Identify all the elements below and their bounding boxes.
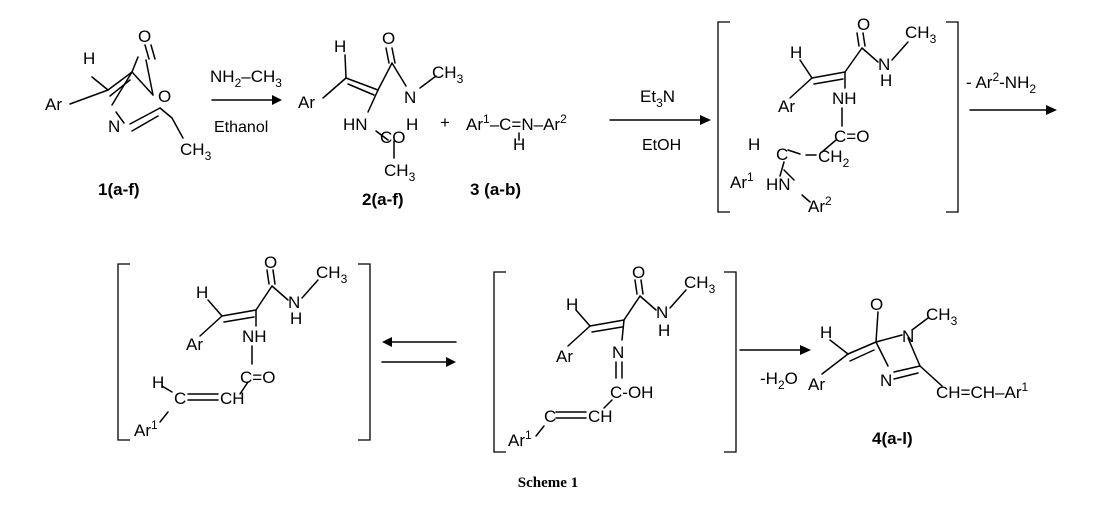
atom-o: O [138, 27, 151, 46]
compound-label: 3 (a-b) [470, 180, 521, 199]
atom-ar1: Ar1 [730, 170, 754, 192]
atom-h: H [658, 321, 670, 340]
plus-sign: + [440, 113, 450, 132]
atom-nh: NH [242, 327, 267, 346]
atom-nh: NH [832, 89, 857, 108]
compound-label: 4(a-l) [872, 429, 913, 448]
scheme-caption: Scheme 1 [517, 475, 579, 491]
solvent-label: EtOH [642, 137, 681, 154]
atom-h: H [196, 283, 208, 302]
arrow-head [446, 357, 456, 367]
atom-h: H [748, 135, 760, 154]
atom-n: N [656, 303, 668, 322]
atom-ch3: CH3 [432, 63, 464, 86]
bracket-right [724, 271, 737, 453]
arrow-head [272, 95, 282, 105]
atom-ar: Ar [45, 95, 62, 114]
compound-3-formula: Ar1–C=N–Ar2 [466, 112, 567, 134]
atom-ar1: Ar1 [508, 428, 532, 450]
arrow-head [1046, 105, 1057, 115]
atom-ch3: CH3 [180, 140, 212, 163]
atom-c: C [544, 407, 556, 426]
atom-n: N [108, 117, 120, 136]
compound-1-structure [69, 44, 184, 139]
atom-h: H [334, 37, 346, 56]
atom-h: H [820, 323, 832, 342]
bracket-right [358, 263, 371, 441]
atom-ar: Ar [778, 97, 795, 116]
compound-label: 2(a-f) [362, 190, 404, 209]
atom-h: H [790, 43, 802, 62]
atom-o: O [158, 87, 171, 106]
solvent-label: Ethanol [214, 119, 268, 136]
atom-c: C [174, 389, 186, 408]
bracket-left [717, 21, 730, 213]
atom-ar1: Ar1 [134, 418, 158, 440]
atom-n: N [612, 343, 624, 362]
atom-ch: CH [220, 389, 245, 408]
side-chain: CH=CH–Ar1 [936, 380, 1029, 402]
atom-h: H [152, 373, 164, 392]
atom-ch3: CH3 [926, 305, 958, 328]
atom-co: CO [380, 128, 406, 147]
atom-o: O [857, 15, 870, 34]
atom-n: N [288, 293, 300, 312]
atom-n: N [878, 55, 890, 74]
atom-h: H [513, 135, 525, 154]
atom-c: C [776, 145, 788, 164]
compound-4-structure [821, 311, 943, 387]
atom-n: N [404, 88, 416, 107]
atom-ar: Ar [298, 93, 315, 112]
atom-n: N [880, 371, 892, 390]
atom-h: H [290, 309, 302, 328]
reagent-label: NH2–CH3 [210, 67, 282, 90]
atom-co: C=O [240, 368, 275, 387]
atom-o: O [632, 263, 645, 282]
compound-2-structure [322, 47, 437, 159]
atom-ch3: CH3 [905, 23, 937, 46]
compound-label: 1(a-f) [98, 180, 140, 199]
atom-hn: HN [343, 115, 368, 134]
atom-n: N [902, 327, 914, 346]
intermediate-b-structure [159, 269, 319, 423]
atom-h: H [83, 49, 95, 68]
arrow-head [382, 337, 392, 347]
atom-ar: Ar [186, 335, 203, 354]
atom-o: O [264, 253, 277, 272]
atom-hn: HN [766, 175, 791, 194]
atom-h: H [406, 115, 418, 134]
arrow-head [700, 115, 711, 125]
bracket-left [117, 263, 130, 441]
atom-ch2: CH2 [818, 147, 850, 170]
reagent-label: Et3N [640, 87, 675, 110]
atom-o: O [382, 29, 395, 48]
atom-ar: Ar [808, 375, 825, 394]
atom-h: H [566, 295, 578, 314]
atom-ch3: CH3 [684, 273, 716, 296]
intermediate-a-structure [779, 32, 909, 203]
byproduct-label: - Ar2-NH2 [966, 70, 1036, 96]
atom-coh: C-OH [610, 383, 653, 402]
atom-ch3: CH3 [384, 161, 416, 184]
arrow-head [800, 345, 811, 355]
byproduct-label: -H2O [760, 369, 798, 392]
bracket-right [946, 21, 959, 213]
bracket-left [493, 271, 506, 453]
atom-co: C=O [834, 127, 869, 146]
atom-ch3: CH3 [316, 263, 348, 286]
atom-o: O [870, 295, 883, 314]
atom-ch: CH [588, 407, 613, 426]
atom-h: H [880, 71, 892, 90]
intermediate-c-structure [535, 279, 687, 437]
atom-ar: Ar [556, 347, 573, 366]
atom-ar2: Ar2 [808, 194, 832, 216]
